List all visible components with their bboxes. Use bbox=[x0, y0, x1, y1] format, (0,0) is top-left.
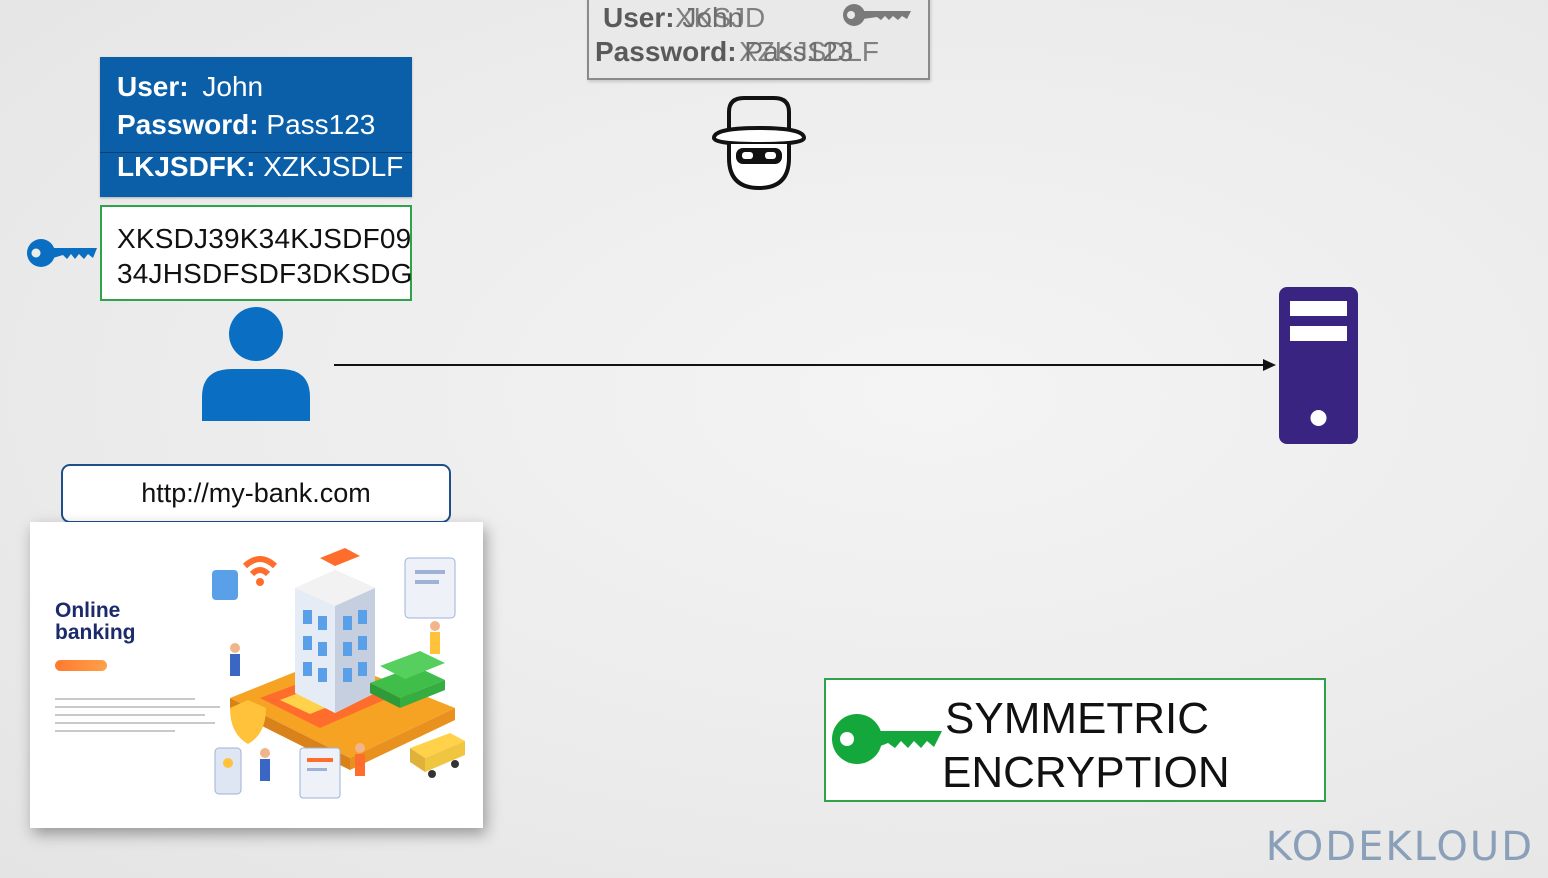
intercepted-cipher-1: XKSJD bbox=[675, 2, 766, 33]
ciphertext-box: XKSDJ39K34KJSDF09 34JHSDFSDF3DKSDG bbox=[100, 205, 413, 301]
site-title: Online banking bbox=[55, 599, 136, 644]
key-line: LKJSDFK: XZKJSDLF bbox=[117, 151, 403, 183]
user-label: User: bbox=[117, 71, 189, 102]
placeholder-text-line bbox=[55, 698, 195, 700]
intercepted-cipher-2: XZKJSDLF bbox=[739, 36, 880, 67]
intercepted-line-1: User: John bbox=[603, 2, 743, 34]
get-started-button[interactable] bbox=[55, 660, 107, 671]
ciphertext-line-1: XKSDJ39K34KJSDF09 bbox=[117, 223, 412, 254]
server-icon bbox=[1279, 287, 1358, 444]
intercepted-password-label: Password: bbox=[595, 36, 737, 67]
password-label: Password: bbox=[117, 109, 259, 140]
url-text: http://my-bank.com bbox=[141, 478, 371, 508]
user-icon bbox=[202, 307, 310, 421]
website-preview: Online banking bbox=[30, 522, 483, 828]
placeholder-text-line bbox=[55, 730, 175, 732]
intercepted-password-value: Pass123 bbox=[744, 36, 854, 67]
symmetric-encryption-box: SYMMETRIC ENCRYPTION bbox=[824, 678, 1326, 802]
password-line: Password: Pass123 bbox=[117, 109, 375, 141]
ciphertext-line-2: 34JHSDFSDF3DKSDG bbox=[117, 258, 413, 289]
banking-illustration bbox=[212, 548, 465, 799]
placeholder-text-line bbox=[55, 714, 205, 716]
hacker-icon bbox=[712, 96, 806, 191]
user-line: User: John bbox=[117, 71, 263, 103]
key-icon bbox=[832, 714, 942, 764]
symmetric-encryption-label: SYMMETRIC ENCRYPTION bbox=[942, 694, 1230, 797]
intercepted-user-value: John bbox=[682, 2, 744, 33]
panel-divider bbox=[100, 152, 412, 153]
intercepted-user-label: User: bbox=[603, 2, 675, 33]
key-label: LKJSDFK: bbox=[117, 151, 256, 182]
brand-logo: KODEKLOUD bbox=[1265, 824, 1534, 870]
user-value: John bbox=[202, 71, 264, 102]
key-value: XZKJSDLF bbox=[263, 151, 404, 182]
transmission-arrow bbox=[334, 359, 1276, 371]
placeholder-text-line bbox=[55, 722, 215, 724]
credentials-panel: User: John Password: Pass123 LKJSDFK: XZ… bbox=[100, 57, 412, 197]
key-icon bbox=[843, 4, 911, 26]
placeholder-text-line bbox=[55, 706, 220, 708]
intercepted-credentials-box: User: John XKSJD Password: Pass123 XZKJS… bbox=[587, 0, 930, 80]
intercepted-line-2: Password: Pass123 bbox=[595, 36, 853, 68]
password-value: Pass123 bbox=[266, 109, 376, 140]
key-icon bbox=[27, 239, 97, 267]
url-bar[interactable]: http://my-bank.com bbox=[61, 464, 451, 523]
